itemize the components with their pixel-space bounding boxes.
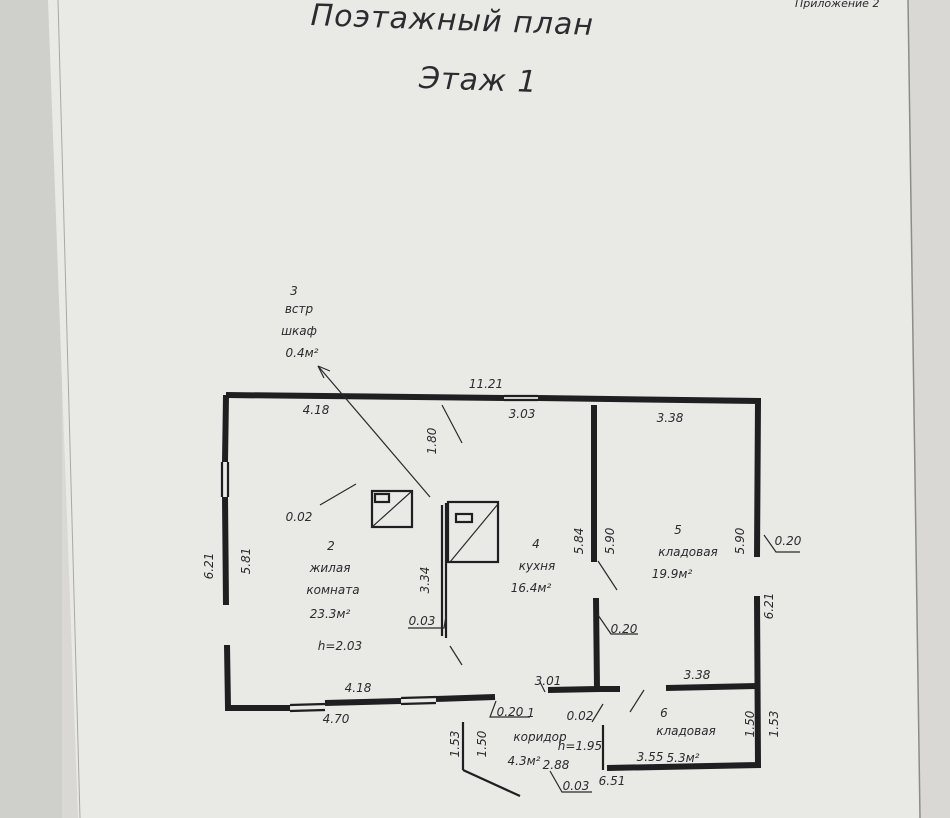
leader-003 <box>408 615 447 629</box>
frame-border-right <box>907 0 921 818</box>
corridor-number: 1 <box>527 706 535 720</box>
dim-top-storage: 3.38 <box>657 411 684 425</box>
dim-kitchen-584: 5.84 <box>572 528 586 555</box>
storage5-number: 5 <box>674 523 682 537</box>
appendix-label: Приложение 2 <box>795 0 879 10</box>
storage6-area: 5.3м² <box>667 751 700 765</box>
dim-bottom-418: 4.18 <box>345 681 372 695</box>
paper-sheet <box>48 0 920 818</box>
living-label-1: жилая <box>309 561 351 575</box>
corridor-height: h=1.95 <box>558 739 602 753</box>
closet-label-2: шкаф <box>281 324 317 338</box>
dim-left-inner: 5.81 <box>239 548 253 575</box>
leader-301 <box>539 681 546 693</box>
wall-left-lower <box>224 644 290 711</box>
wall-top-right <box>537 395 762 558</box>
wall-top-left <box>225 392 505 401</box>
living-height: h=2.03 <box>318 639 362 653</box>
dim-storage6-150: 1.50 <box>743 710 757 737</box>
window-bottom <box>289 702 326 713</box>
dim-right-621: 6.21 <box>762 593 776 620</box>
corridor-door-swing <box>462 768 521 798</box>
kitchen-label: кухня <box>519 559 556 573</box>
wall-bottom-mid <box>324 698 402 706</box>
storage5-label: кладовая <box>658 545 718 559</box>
stove-box <box>446 500 500 564</box>
window-top <box>504 394 538 402</box>
dim-corridor-153: 1.53 <box>448 731 462 758</box>
dim-top-living: 4.18 <box>303 403 330 417</box>
leader-002-corridor <box>591 703 604 723</box>
leader-arrow <box>317 365 331 379</box>
leader-020-right <box>763 534 800 553</box>
dim-top-door: 3.03 <box>509 407 536 421</box>
door-swing-top <box>441 404 463 444</box>
hatch-lines <box>371 490 499 563</box>
corridor-walls <box>461 722 605 770</box>
storage6-label: кладовая <box>656 724 716 738</box>
leader-closet <box>317 365 431 498</box>
dim-leader-002: 0.02 <box>286 510 313 524</box>
floor-label: Этаж 1 <box>418 61 539 100</box>
leader-020-corridor <box>489 700 530 718</box>
living-area: 23.3м² <box>310 607 351 621</box>
dim-storage6-338: 3.38 <box>684 668 711 682</box>
storage5-area: 19.9м² <box>652 567 693 581</box>
corridor-area: 4.3м² <box>508 754 541 768</box>
leader-002 <box>319 483 357 506</box>
closet-number: 3 <box>290 284 298 298</box>
dim-corridor-301: 3.01 <box>535 674 562 688</box>
window-bottom-2 <box>400 695 437 706</box>
left-page-edge <box>0 0 62 818</box>
closet-box <box>370 489 414 529</box>
wall-bottom-corridor <box>435 694 496 702</box>
dim-corridor-288: 2.88 <box>543 758 570 772</box>
leader-003-corridor <box>549 770 592 793</box>
wall-left-middle <box>222 496 229 606</box>
dim-mid-020: 0.20 <box>611 622 638 636</box>
dim-right-020: 0.20 <box>775 534 802 548</box>
dim-corridor-002: 0.02 <box>567 709 594 723</box>
closet-label-1: встр <box>285 302 314 316</box>
storage6-number: 6 <box>660 706 668 720</box>
dim-left-outer: 6.21 <box>202 553 216 580</box>
door-swing-living <box>449 645 463 666</box>
dim-closet-h: 1.80 <box>425 427 439 454</box>
dim-storage-590: 5.90 <box>733 527 747 554</box>
dim-leader-003: 0.03 <box>409 614 436 628</box>
dim-bottom-470: 4.70 <box>323 712 350 726</box>
dim-storage6-651: 6.51 <box>599 774 626 788</box>
living-number: 2 <box>327 539 335 553</box>
dim-storage6-355: 3.55 <box>637 750 664 764</box>
frame-border-left <box>57 0 81 818</box>
living-label-2: комната <box>306 583 359 597</box>
door-swing-kitchen <box>597 560 618 591</box>
dim-top-total: 11.21 <box>469 377 503 391</box>
closet-icon <box>373 492 391 504</box>
wall-storage6-top <box>665 683 758 691</box>
dim-kitchen-590: 5.90 <box>603 527 617 554</box>
wall-left-upper <box>222 394 229 463</box>
dim-partition: 3.34 <box>418 567 432 594</box>
closet-area: 0.4м² <box>286 346 319 360</box>
corridor-label: коридор <box>513 730 567 744</box>
leader-020-mid <box>597 614 638 635</box>
window-left <box>220 462 230 497</box>
wall-right-lower <box>606 595 762 771</box>
dim-corridor-020: 0.20 <box>497 705 524 719</box>
dim-storage6-153: 1.53 <box>767 711 781 738</box>
stove-icon <box>454 512 474 524</box>
dim-corridor-150: 1.50 <box>475 730 489 757</box>
dim-corridor-003: 0.03 <box>563 779 590 793</box>
kitchen-area: 16.4м² <box>511 581 552 595</box>
door-swing-storage6 <box>629 689 645 713</box>
kitchen-number: 4 <box>532 537 540 551</box>
